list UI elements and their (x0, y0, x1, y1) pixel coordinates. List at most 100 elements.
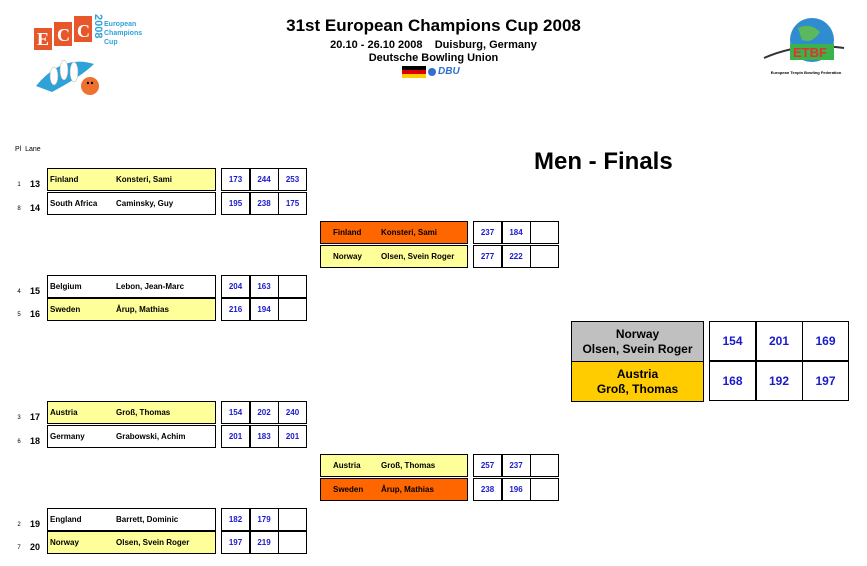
player-name: Olsen, Svein Roger (116, 538, 190, 547)
player-name: Groß, Thomas (116, 408, 171, 417)
svg-text:C: C (57, 25, 70, 45)
player-country: Finland (333, 228, 362, 237)
player-row: Austria Groß, Thomas (47, 401, 216, 424)
player-country: Austria (616, 366, 659, 381)
placement-number: 2 (17, 522, 21, 528)
game-score (278, 508, 307, 531)
placement-number: 7 (17, 545, 21, 551)
game-score: 222 (501, 245, 531, 268)
globe-icon: ETBF (763, 18, 845, 62)
player-country: England (50, 515, 82, 524)
svg-text:ETBF: ETBF (793, 45, 827, 60)
game-score (530, 454, 559, 477)
final-game-score: 201 (755, 321, 803, 361)
player-name: Barrett, Dominic (116, 515, 179, 524)
game-score: 175 (278, 192, 307, 215)
player-name: Olsen, Svein Roger (381, 252, 455, 261)
player-row: Germany Grabowski, Achim (47, 425, 216, 448)
player-name: Årup, Mathias (381, 485, 434, 494)
game-score: 237 (501, 454, 531, 477)
game-score (278, 531, 307, 554)
player-name: Olsen, Svein Roger (582, 341, 693, 356)
event-dates-location: 20.10 - 26.10 2008 Duisburg, Germany (330, 39, 537, 51)
game-score: 244 (249, 168, 279, 191)
player-row: England Barrett, Dominic (47, 508, 216, 531)
final-game-score: 197 (802, 361, 849, 401)
ecc-logo: E C C 2008 European Champions Cup (32, 14, 142, 98)
player-country: Austria (333, 461, 361, 470)
game-score: 183 (249, 425, 279, 448)
game-score: 182 (221, 508, 250, 531)
player-name: Caminsky, Guy (116, 199, 174, 208)
placement-number: 5 (17, 312, 21, 318)
game-score: 238 (473, 478, 502, 501)
etbf-logo-caption: European Tenpin Bowling Federation (770, 70, 842, 75)
placement-number: 3 (17, 415, 21, 421)
player-row: Sweden Årup, Mathias (47, 298, 216, 321)
game-score: 197 (221, 531, 250, 554)
player-name: Grabowski, Achim (116, 432, 186, 441)
german-flag-icon: DBU (402, 66, 464, 78)
player-country: Finland (50, 175, 79, 184)
bowling-pins-icon: E C C (34, 16, 99, 95)
game-score: 219 (249, 531, 279, 554)
lane-number: 18 (30, 436, 41, 446)
final-game-score: 168 (709, 361, 756, 401)
etbf-logo: ETBF European Tenpin Bowling Federation (760, 14, 850, 84)
game-score (530, 245, 559, 268)
game-score: 237 (473, 221, 502, 244)
game-score: 253 (278, 168, 307, 191)
lane-number: 20 (30, 542, 41, 552)
player-country: Germany (50, 432, 85, 441)
game-score: 173 (221, 168, 250, 191)
final-game-score: 154 (709, 321, 756, 361)
lane-number: 19 (30, 519, 41, 529)
game-score: 201 (221, 425, 250, 448)
lane-number: 13 (30, 179, 41, 189)
game-score: 238 (249, 192, 279, 215)
player-name: Konsteri, Sami (116, 175, 173, 184)
game-score: 202 (249, 401, 279, 424)
player-country: Austria (50, 408, 78, 417)
game-score: 163 (249, 275, 279, 298)
placement-number: 8 (17, 206, 21, 212)
player-country: Sweden (333, 485, 364, 494)
player-country: Belgium (50, 282, 82, 291)
player-country: Norway (615, 326, 660, 341)
game-score: 216 (221, 298, 250, 321)
game-score (278, 275, 307, 298)
section-title: Men - Finals (534, 148, 673, 175)
svg-text:E: E (37, 29, 49, 49)
event-title: 31st European Champions Cup 2008 (286, 16, 581, 35)
player-row: South Africa Caminsky, Guy (47, 192, 216, 215)
lane-number: 16 (30, 309, 41, 319)
player-name: Groß, Thomas (596, 381, 679, 396)
player-country: Sweden (50, 305, 81, 314)
svg-text:C: C (77, 21, 90, 41)
player-row: Finland Konsteri, Sami (47, 168, 216, 191)
game-score: 184 (501, 221, 531, 244)
game-score (530, 221, 559, 244)
lane-number: 17 (30, 412, 41, 422)
ecc-logo-caption: European Champions Cup (104, 21, 143, 46)
player-name: Årup, Mathias (116, 305, 169, 314)
game-score: 204 (221, 275, 250, 298)
column-header: Pl Lane (15, 146, 41, 153)
final-game-score: 192 (755, 361, 803, 401)
placement-number: 1 (17, 182, 21, 188)
game-score: 194 (249, 298, 279, 321)
game-score: 201 (278, 425, 307, 448)
game-score (530, 478, 559, 501)
game-score: 179 (249, 508, 279, 531)
game-score: 277 (473, 245, 502, 268)
game-score (278, 298, 307, 321)
game-score: 257 (473, 454, 502, 477)
player-country: South Africa (50, 199, 98, 208)
